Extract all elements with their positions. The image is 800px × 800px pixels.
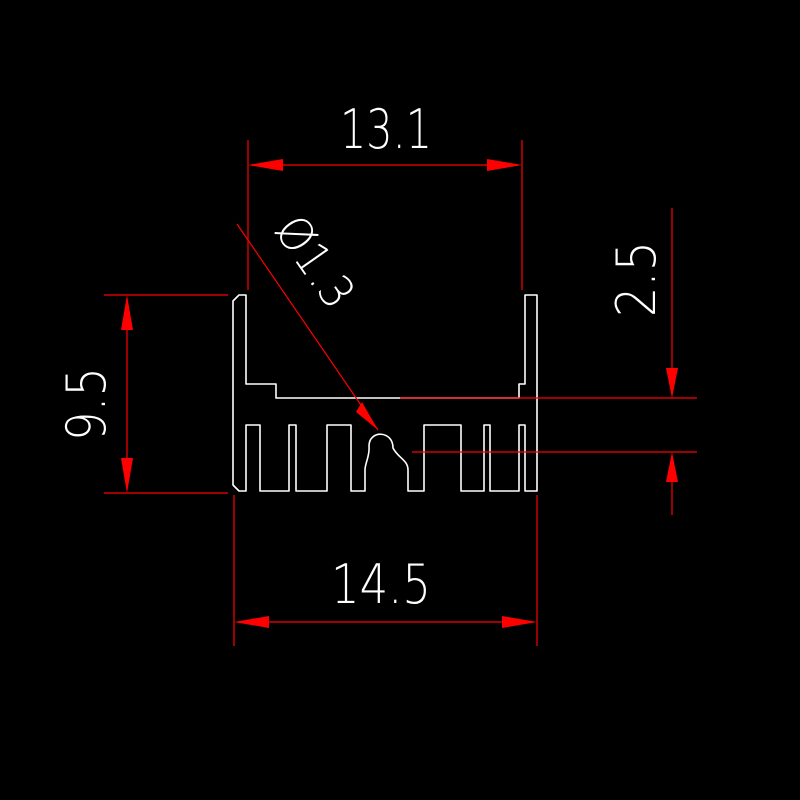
arrow-base-lower — [666, 452, 678, 482]
arrow-top-right — [487, 159, 522, 171]
arrow-diameter — [356, 402, 378, 430]
arrow-bottom-left — [234, 616, 269, 628]
arrow-height-bottom — [121, 458, 133, 493]
arrow-top-left — [248, 159, 283, 171]
dimension-arrows — [121, 159, 678, 628]
leader-line-diameter — [236, 223, 379, 431]
label-base-thickness: 2.5 — [605, 241, 668, 317]
heatsink-profile — [232, 294, 538, 492]
label-bottom-width: 14.5 — [331, 553, 431, 616]
arrow-height-top — [121, 295, 133, 330]
arrow-base-upper — [666, 368, 678, 398]
profile-outline — [232, 294, 538, 492]
label-height: 9.5 — [55, 367, 118, 441]
label-top-width: 13.1 — [340, 98, 432, 161]
arrow-bottom-right — [502, 616, 537, 628]
